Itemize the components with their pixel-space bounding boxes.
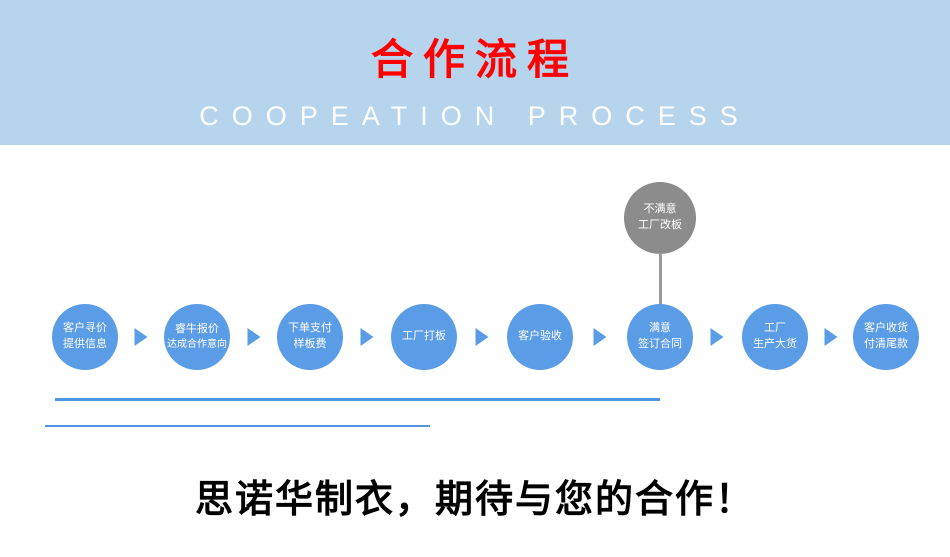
branch-label-line2: 工厂改板 bbox=[638, 219, 682, 231]
divider-line-top bbox=[55, 398, 660, 401]
flow-step-contract: 满意 签订合同 bbox=[627, 304, 693, 370]
step-label-line2: 生产大货 bbox=[753, 338, 797, 350]
page-title: 合作流程 bbox=[370, 36, 579, 83]
arrow-right-icon bbox=[475, 328, 489, 346]
branch-label-line1: 不满意 bbox=[643, 203, 677, 216]
flow-step-quote: 睿牛报价 达成合作意向 bbox=[164, 304, 230, 370]
divider-line-bottom bbox=[45, 425, 430, 427]
arrow-right-icon bbox=[360, 328, 374, 346]
step-label-line1: 满意 bbox=[649, 322, 671, 335]
arrow-right-icon bbox=[247, 328, 261, 346]
step-label-line1: 睿牛报价 bbox=[175, 322, 219, 335]
step-label-line2: 达成合作意向 bbox=[167, 338, 227, 350]
banner: 合作流程 COOPEATION PROCESS bbox=[0, 0, 950, 145]
arrow-right-icon bbox=[824, 328, 838, 346]
step-label-line1: 工厂 bbox=[764, 322, 786, 335]
step-label-line2: 签订合同 bbox=[638, 338, 682, 350]
step-label-line1: 客户验收 bbox=[518, 330, 562, 343]
arrow-right-icon bbox=[593, 328, 607, 346]
page-subtitle: COOPEATION PROCESS bbox=[199, 101, 751, 131]
step-label-line2: 付清尾款 bbox=[864, 338, 908, 350]
flow-step-acceptance: 客户验收 bbox=[507, 304, 573, 370]
flow-step-delivery: 客户收货 付清尾款 bbox=[853, 304, 919, 370]
branch-connector-line bbox=[659, 253, 662, 308]
footer-slogan: 思诺华制衣，期待与您的合作！ bbox=[194, 479, 755, 521]
flow-step-order-payment: 下单支付 样板费 bbox=[277, 304, 343, 370]
step-label-line1: 工厂打板 bbox=[402, 330, 446, 343]
arrow-right-icon bbox=[134, 328, 148, 346]
step-label-line1: 下单支付 bbox=[288, 322, 332, 335]
flow-step-sampling: 工厂打板 bbox=[391, 304, 457, 370]
flow-diagram: 不满意 工厂改板 客户寻价 提供信息 睿牛报价 达成合作意向 下单支付 样板费 … bbox=[0, 145, 950, 445]
flow-step-production: 工厂 生产大货 bbox=[742, 304, 808, 370]
step-label-line2: 样板费 bbox=[293, 338, 327, 350]
step-label-line1: 客户寻价 bbox=[63, 322, 107, 335]
step-label-line2: 提供信息 bbox=[63, 338, 107, 350]
step-label-line1: 客户收货 bbox=[864, 322, 908, 335]
branch-node-rework: 不满意 工厂改板 bbox=[624, 182, 696, 254]
flow-step-inquiry: 客户寻价 提供信息 bbox=[52, 304, 118, 370]
arrow-right-icon bbox=[710, 328, 724, 346]
